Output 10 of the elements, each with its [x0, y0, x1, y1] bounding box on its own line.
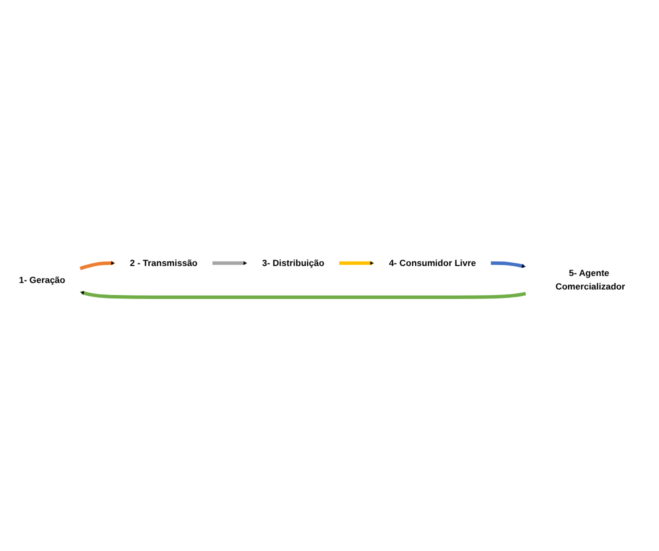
- node-text: 2 - Transmissão: [130, 258, 198, 268]
- arrow: [212, 261, 248, 266]
- arrow: [490, 262, 526, 269]
- node-text: 1- Geração: [18, 275, 66, 286]
- arrow: [80, 291, 526, 300]
- arrow: [339, 261, 374, 266]
- node-text: 3- Distribuição: [262, 258, 324, 268]
- arrow: [80, 261, 116, 271]
- node-text: 5- Agente Comercializador: [555, 268, 626, 292]
- node-text: 4- Consumidor Livre: [388, 258, 476, 268]
